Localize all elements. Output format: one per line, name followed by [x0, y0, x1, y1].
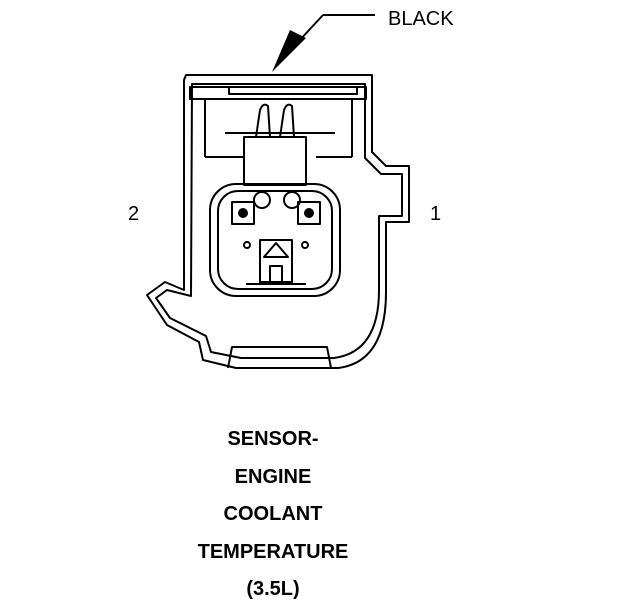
terminal-1-pin [304, 208, 314, 218]
terminal-1-square [297, 201, 321, 225]
latch-bar [228, 86, 358, 95]
caption-line: COOLANT [223, 503, 323, 525]
polarizing-key-stem [269, 265, 283, 283]
caption-line: (3.5L) [246, 578, 300, 600]
latch-notch [227, 346, 332, 369]
caption-line: SENSOR- [227, 428, 319, 450]
component-caption: SENSOR- ENGINE COOLANT TEMPERATURE (3.5L… [0, 425, 546, 613]
terminal-cavity-inner [217, 190, 333, 290]
tab-finger-left [255, 103, 271, 138]
tab-finger-right [279, 103, 295, 138]
pin-number-1: 1 [430, 203, 442, 225]
guide-dot-right [301, 241, 309, 249]
connector-diagram [146, 14, 410, 369]
terminal-1-ring [283, 191, 301, 209]
connector-housing-inner [155, 83, 403, 359]
terminal-2-pin [238, 208, 248, 218]
pin-number-2: 2 [128, 203, 140, 225]
connector-housing-outer [146, 74, 410, 369]
caption-line: ENGINE [234, 465, 312, 488]
latch-frame [204, 99, 353, 158]
terminal-2-square [231, 201, 255, 225]
terminal-cavity-outer [209, 183, 341, 297]
locking-tab [243, 136, 307, 186]
guide-dot-left [243, 241, 251, 249]
caption-line: TEMPERATURE [197, 540, 349, 563]
polarizing-key [259, 239, 293, 283]
color-leader-arrowhead [272, 30, 306, 72]
terminal-2-ring [253, 191, 271, 209]
connector-color-label: BLACK [388, 8, 454, 30]
